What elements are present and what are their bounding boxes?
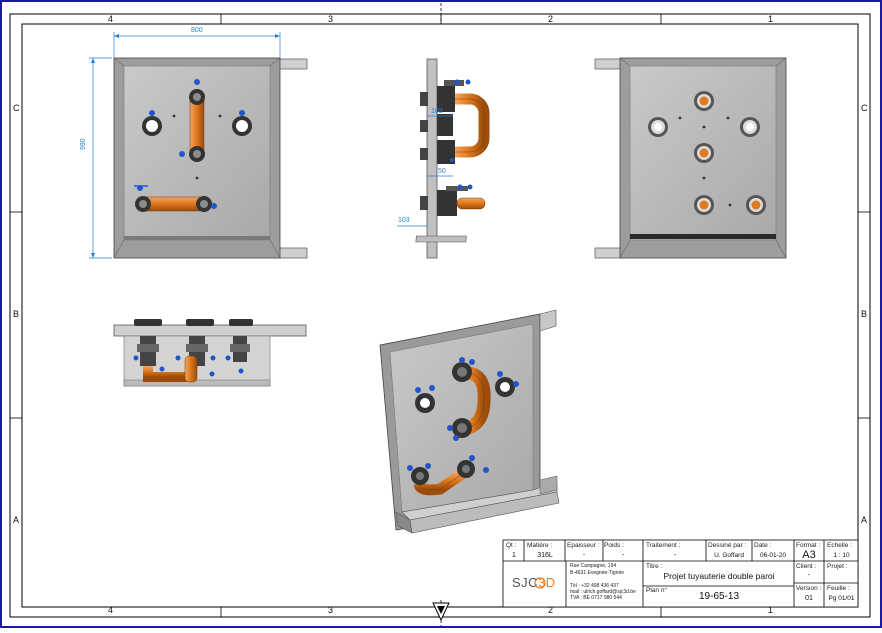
material-value: 316L xyxy=(537,552,553,559)
plan-label: Plan n° xyxy=(646,587,668,594)
drawn-by-value: U. Goffard xyxy=(714,552,744,559)
date-label: Date : xyxy=(754,542,772,549)
back-view xyxy=(594,57,787,259)
zone-row-left-b: B xyxy=(13,309,20,319)
zone-col-bottom-3: 3 xyxy=(328,605,334,615)
zone-col-top-1: 1 xyxy=(768,14,774,24)
zone-row-right-c: C xyxy=(861,103,868,113)
thickness-label: Epaisseur : xyxy=(567,542,600,549)
sheet-label: Feuille : xyxy=(827,585,850,592)
title-value: Projet tuyauterie double paroi xyxy=(663,571,775,581)
dimension-side-c: 50 xyxy=(438,168,446,175)
weight-value: - xyxy=(621,552,625,559)
title-label: Titre : xyxy=(646,563,663,570)
zone-col-bottom-2: 2 xyxy=(548,605,554,615)
drawn-by-label: Dessiné par : xyxy=(708,542,747,549)
logo-text-a: SJC xyxy=(512,575,539,590)
zone-col-bottom-4: 4 xyxy=(108,605,114,615)
client-label: Client : xyxy=(796,563,817,570)
zone-row-right-b: B xyxy=(861,309,868,319)
qty-label: Qt : xyxy=(506,542,517,549)
top-view xyxy=(113,319,307,387)
project-label: Projet : xyxy=(827,563,848,570)
client-value: - xyxy=(807,572,811,579)
phone: Tél : +32 498 436 437 xyxy=(570,583,619,589)
format-label: Format : xyxy=(796,542,821,549)
vat: TVA : BE 0717 980 544 xyxy=(570,595,622,601)
dimension-height: 990 xyxy=(80,138,87,150)
date-value: 06-01-20 xyxy=(759,552,787,559)
logo-text: SJC3D xyxy=(512,575,556,590)
title-block-grid xyxy=(502,539,859,608)
version-value: 01 xyxy=(805,595,813,602)
zone-col-top-2: 2 xyxy=(548,14,554,24)
address-line1: Rue Campagne, 194 xyxy=(570,563,617,569)
zone-col-bottom-1: 1 xyxy=(768,605,774,615)
qty-value: 1 xyxy=(512,552,516,559)
dimension-side-a: 103 xyxy=(431,108,443,115)
isometric-view xyxy=(379,309,560,534)
mail: mail : ulrich.goffard@sjc3d.be xyxy=(570,589,636,595)
weight-label: Poids : xyxy=(604,542,624,549)
plan-value: 19-65-13 xyxy=(698,591,740,602)
side-view xyxy=(397,58,490,259)
logo-text-b: 3D xyxy=(538,575,556,590)
version-label: Version : xyxy=(796,585,822,592)
format-value: A3 xyxy=(802,549,816,561)
zone-col-top-3: 3 xyxy=(328,14,334,24)
zone-row-right-a: A xyxy=(861,515,868,525)
zone-row-left-a: A xyxy=(13,515,20,525)
dimension-width: 800 xyxy=(191,27,203,34)
thickness-value: - xyxy=(582,552,586,559)
scale-label: Echelle : xyxy=(827,542,852,549)
zone-col-top-4: 4 xyxy=(108,14,114,24)
projection-symbol xyxy=(432,600,450,626)
material-label: Matière : xyxy=(527,542,553,549)
dimension-side-b: 103 xyxy=(398,217,410,224)
logo-mark xyxy=(534,577,546,589)
front-view xyxy=(89,32,308,259)
scale-value: 1 : 10 xyxy=(833,552,850,559)
treatment-value: - xyxy=(673,552,677,559)
address-line2: B-4631 Evegnée-Tignée xyxy=(570,570,625,576)
treatment-label: Traitement : xyxy=(646,542,681,549)
sheet-value: Pg 01/01 xyxy=(828,595,855,602)
zone-row-left-c: C xyxy=(13,103,20,113)
